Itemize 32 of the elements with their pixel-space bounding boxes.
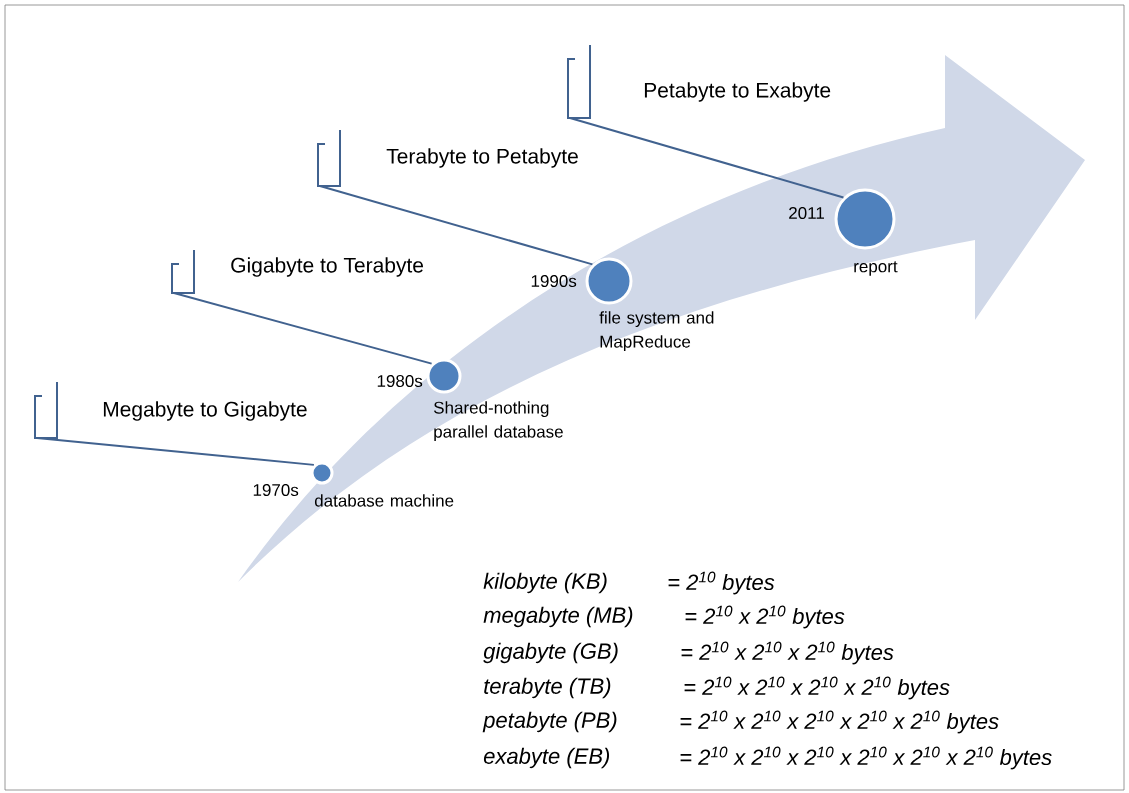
unit-name: megabyte (MB): [483, 606, 633, 628]
leader-line: [173, 292, 433, 365]
unit-name: petabyte (PB): [482, 711, 617, 733]
unit-definition: = 2$^{10}$ x 2$^{10}$ x 2$^{10}$ x 2$^{10}$ x 2$^{10}$ x 2$^{10}$ bytes: [680, 746, 1052, 770]
milestone-dot: [585, 257, 633, 305]
unit-name: kilobyte (KB): [483, 572, 607, 594]
unit-name: terabyte (TB): [484, 677, 611, 699]
milestone-dot: [426, 358, 462, 394]
unit-definition: = 2$^{10}$ x 2$^{10}$ x 2$^{10}$ x 2$^{10}$ bytes: [684, 676, 950, 700]
milestone-title: Petabyte to Exabyte: [644, 82, 831, 102]
milestone-dot: [310, 461, 334, 485]
year-label: 1980s: [377, 375, 423, 388]
unit-definition: = 2$^{10}$ x 2$^{10}$ x 2$^{10}$ bytes: [681, 641, 894, 665]
unit-definition: = 2$^{10}$ bytes: [668, 571, 775, 595]
milestone-caption: file system and MapReduce: [599, 311, 714, 352]
milestone-title: Terabyte to Petabyte: [386, 148, 578, 168]
unit-definition: = 2$^{10}$ x 2$^{10}$ x 2$^{10}$ x 2$^{10}$ x 2$^{10}$ bytes: [680, 710, 999, 734]
year-label: 1990s: [531, 275, 577, 288]
unit-name: exabyte (EB): [483, 747, 610, 769]
unit-name: gigabyte (GB): [483, 642, 618, 664]
leader-line: [319, 185, 594, 266]
milestone-caption: report: [854, 261, 898, 276]
milestone-caption: database machine: [314, 494, 454, 507]
unit-definition: = 2$^{10}$ x 2$^{10}$ bytes: [685, 605, 845, 629]
milestone-title: Megabyte to Gigabyte: [103, 401, 307, 421]
milestone-dot: [834, 188, 896, 250]
milestone-caption: Shared-nothing parallel database: [434, 401, 563, 442]
milestone-title: Gigabyte to Terabyte: [231, 257, 424, 277]
leader-line: [36, 437, 315, 466]
leader-line: [569, 117, 845, 199]
year-label: 1970s: [253, 484, 299, 497]
year-label: 2011: [789, 207, 824, 220]
